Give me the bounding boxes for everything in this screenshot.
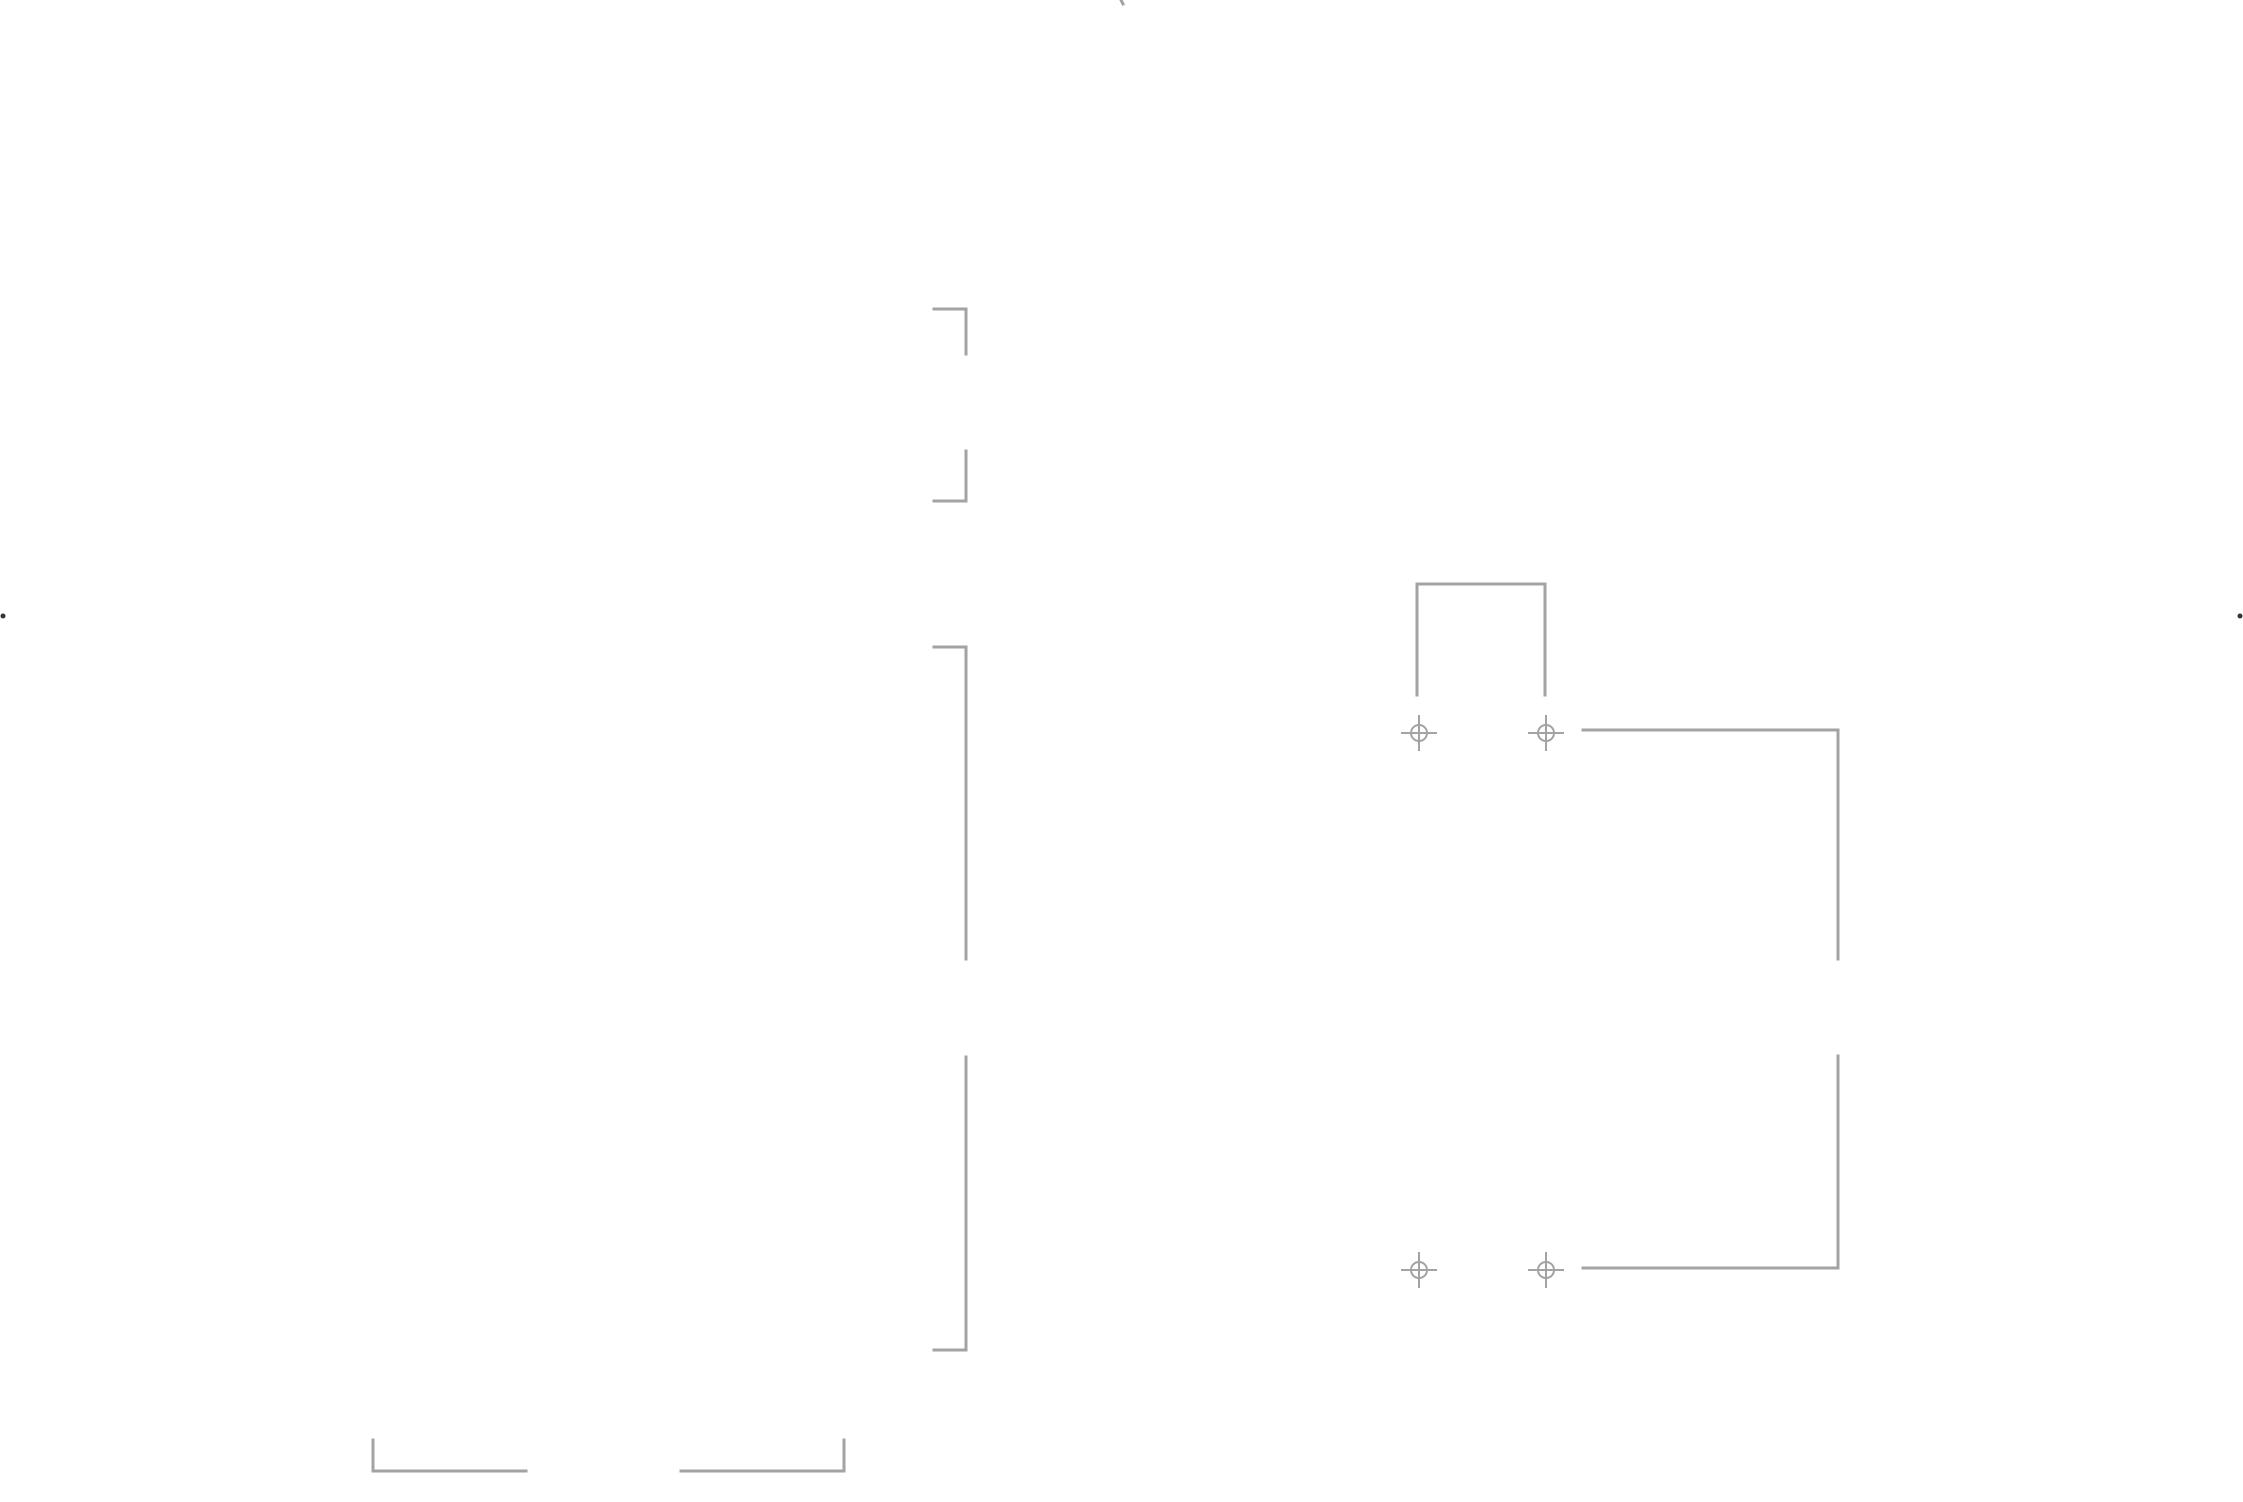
right-edge-upper-bracket (932, 645, 968, 961)
registration-mark-top-right (1528, 715, 1564, 751)
left-panel-outline (371, 307, 968, 1473)
right-edge-lower-bracket (932, 1055, 968, 1352)
top-tab-outline (1415, 582, 1547, 697)
right-component-outline (1415, 582, 1840, 1270)
registration-mark-bottom-left (1401, 1252, 1437, 1288)
right-edge-dot (2237, 613, 2243, 619)
top-right-frame-edge (1581, 728, 1840, 961)
upper-right-small-bracket (932, 449, 968, 503)
registration-mark-top-left (1401, 715, 1437, 751)
registration-mark-bottom-right (1528, 1252, 1564, 1288)
registration-marks (1401, 715, 1564, 1288)
edge-marks (0, 0, 2243, 619)
top-right-small-bracket (932, 307, 968, 356)
left-edge-dot (0, 613, 6, 619)
top-tick-mark (1119, 0, 1126, 7)
bottom-right-frame-edge (1581, 1054, 1840, 1270)
bottom-right-bracket (679, 1438, 846, 1473)
bottom-left-bracket (371, 1438, 528, 1473)
